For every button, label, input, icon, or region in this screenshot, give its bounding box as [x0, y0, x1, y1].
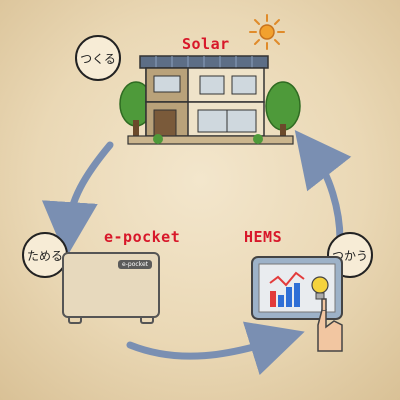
battery-logo: e-pocket	[118, 260, 152, 269]
arrow-hems-to-solar	[294, 129, 352, 244]
battery-icon: e-pocket	[62, 252, 160, 324]
hems-title: HEMS	[244, 228, 283, 246]
action-label-produce-text: つくる	[80, 51, 116, 66]
arrow-battery-to-hems	[126, 321, 305, 376]
action-label-store-text: ためる	[26, 248, 63, 263]
solar-title: Solar	[182, 35, 230, 53]
action-label-produce: つくる	[75, 35, 121, 81]
battery-foot-left	[68, 316, 82, 324]
sun-icon	[249, 14, 285, 50]
battery-foot-right	[140, 316, 154, 324]
epocket-title: e-pocket	[104, 228, 181, 246]
house-icon	[119, 55, 301, 145]
arrow-solar-to-battery	[41, 141, 114, 258]
tablet-icon	[251, 256, 343, 352]
bulb-icon	[311, 276, 329, 300]
hand-icon	[317, 298, 343, 352]
